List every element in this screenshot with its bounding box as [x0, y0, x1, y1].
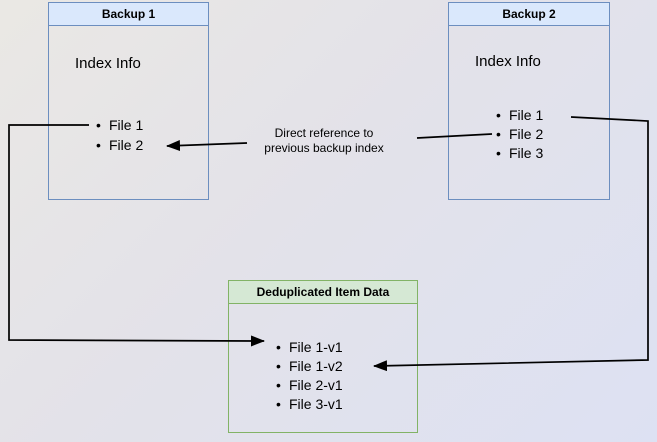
list-item: File 1-v1 — [276, 338, 343, 357]
deduplicated-item-data-box: Deduplicated Item Data — [228, 280, 418, 433]
list-item: File 3 — [496, 144, 543, 163]
list-item: File 3-v1 — [276, 395, 343, 414]
list-item: File 2-v1 — [276, 376, 343, 395]
backup2-title: Backup 2 — [449, 3, 609, 26]
annotation-line2: previous backup index — [264, 141, 384, 155]
list-item: File 1-v2 — [276, 357, 343, 376]
list-item: File 2 — [96, 135, 143, 155]
list-item: File 1 — [496, 106, 543, 125]
list-item: File 1 — [96, 115, 143, 135]
dedup-title: Deduplicated Item Data — [229, 281, 417, 304]
backup1-box: Backup 1 — [48, 2, 209, 200]
annotation-direct-reference: Direct reference to previous backup inde… — [238, 126, 410, 156]
backup1-title: Backup 1 — [49, 3, 208, 26]
backup1-index-info-label: Index Info — [75, 55, 141, 72]
list-item: File 2 — [496, 125, 543, 144]
backup1-file-list: File 1 File 2 — [96, 115, 143, 155]
backup2-index-info-label: Index Info — [475, 53, 541, 70]
annotation-line1: Direct reference to — [274, 126, 374, 140]
backup2-file-list: File 1 File 2 File 3 — [496, 106, 543, 163]
dedup-file-list: File 1-v1 File 1-v2 File 2-v1 File 3-v1 — [276, 338, 343, 414]
backup2-box: Backup 2 — [448, 2, 610, 200]
